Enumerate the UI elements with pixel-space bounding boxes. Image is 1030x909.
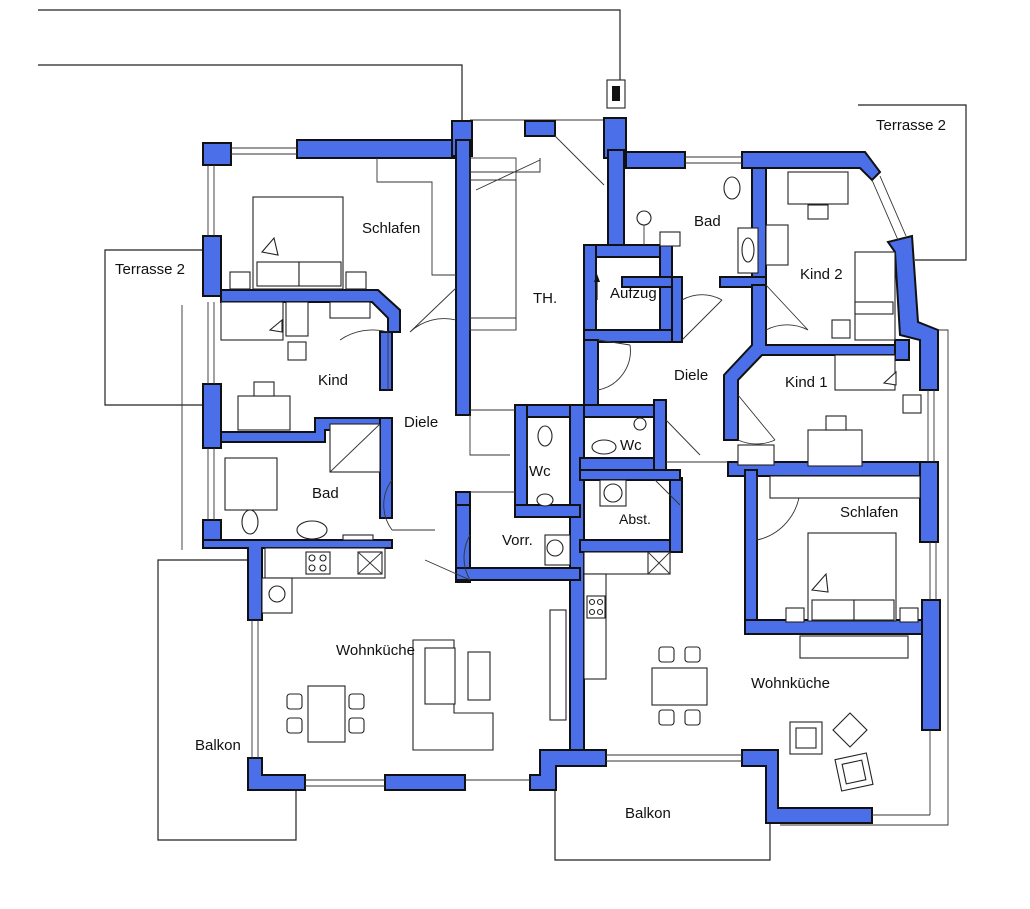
bathtub-icon: [224, 457, 278, 511]
label-diele-right: Diele: [674, 367, 708, 384]
sink-icon-right: [741, 237, 755, 263]
label-bad-right: Bad: [694, 213, 721, 230]
toilet-icon-right: [723, 176, 741, 200]
label-kind1: Kind 1: [785, 374, 828, 391]
label-vorr: Vorr.: [502, 532, 533, 549]
site-lines: [38, 9, 626, 125]
label-treppenhaus: TH.: [533, 290, 557, 307]
label-terrasse-ne: Terrasse 2: [876, 117, 946, 134]
label-kind2: Kind 2: [800, 266, 843, 283]
dining-table-left: [307, 685, 346, 743]
label-balkon-right: Balkon: [625, 805, 671, 822]
label-diele-left: Diele: [404, 414, 438, 431]
balkon-left-outline: [157, 559, 297, 841]
walls: [202, 117, 941, 824]
room-labels: Terrasse 2 Terrasse 2 Schlafen Kind Bad …: [115, 117, 946, 822]
stove-icon: [305, 551, 331, 575]
terrace-ne-outline: [858, 104, 967, 261]
label-wohnkueche-left: Wohnküche: [336, 642, 415, 659]
label-schlafen-left: Schlafen: [362, 220, 420, 237]
label-wc-left: Wc: [529, 463, 551, 480]
label-kind-left: Kind: [318, 372, 348, 389]
desk-icon: [237, 395, 291, 431]
label-terrasse-w: Terrasse 2: [115, 261, 185, 278]
label-abst: Abst.: [619, 511, 651, 527]
facade-line-east: [780, 329, 949, 826]
toilet-icon: [241, 509, 259, 535]
dining-table-right: [651, 667, 708, 706]
label-balkon-left: Balkon: [195, 737, 241, 754]
interior-lines: [207, 135, 937, 816]
furniture: [220, 171, 922, 792]
label-wohnkueche-right: Wohnküche: [751, 675, 830, 692]
desk-icon-right: [807, 429, 863, 467]
sink-icon: [296, 520, 328, 540]
label-aufzug: Aufzug: [610, 285, 657, 302]
label-bad-left: Bad: [312, 485, 339, 502]
terrace-w-outline: [104, 249, 203, 406]
label-schlafen-right: Schlafen: [840, 504, 898, 521]
label-wc-right: Wc: [620, 437, 642, 454]
